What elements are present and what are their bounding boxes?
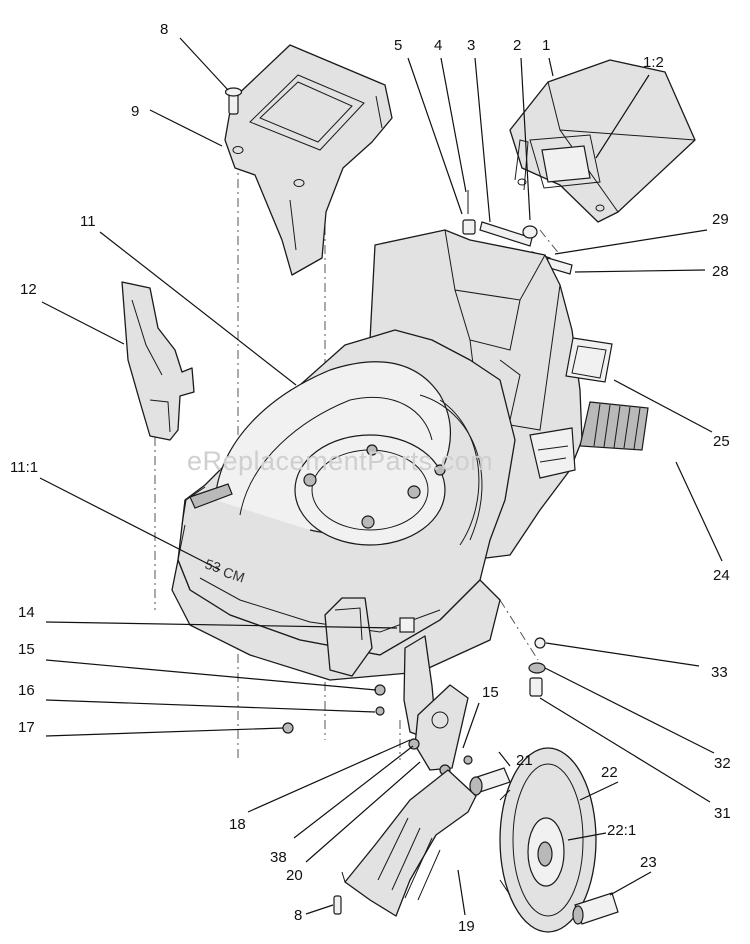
deck-marking: 53 CM [203,556,247,586]
rear-grille-parts [565,337,649,451]
callout-29: 29 [712,211,729,228]
callout-25: 25 [713,433,730,450]
callout-32: 32 [714,755,731,772]
callout-8-bottom: 8 [294,907,302,924]
deck-size-unit: CM [221,564,247,586]
axle-bolt-part [469,767,511,796]
callout-14: 14 [18,604,35,621]
bag-cover-part [224,44,393,276]
callout-22: 22 [601,764,618,781]
rear-cover-part [509,59,696,223]
height-adjust-bolts [528,637,546,697]
wheel-bolt-part [572,892,619,925]
callout-20: 20 [286,867,303,884]
callout-21: 21 [516,752,533,769]
callout-1: 1 [542,37,550,54]
callout-8-top: 8 [160,21,168,38]
wheel-bracket-parts [282,617,473,776]
callout-28: 28 [712,263,729,280]
screw-part-bottom [333,895,342,915]
mower-deck-part [171,229,583,681]
callout-16: 16 [18,682,35,699]
wheel-part [499,747,597,933]
callout-5: 5 [394,37,402,54]
callout-38: 38 [270,849,287,866]
callout-11-1: 11:1 [10,459,38,476]
callout-2: 2 [513,37,521,54]
callout-33: 33 [711,664,728,681]
callout-3: 3 [467,37,475,54]
callout-15-right: 15 [482,684,499,701]
callout-17: 17 [18,719,35,736]
callout-18: 18 [229,816,246,833]
wheel-guard-part [341,769,477,917]
watermark-text: eReplacementParts.com [187,446,493,476]
callout-23: 23 [640,854,657,871]
leader-lines [39,37,723,916]
callout-9: 9 [131,103,139,120]
callout-15-left: 15 [18,641,35,658]
deck-size-label: 53 [203,556,223,576]
callout-24: 24 [713,567,730,584]
side-chute-part [121,281,195,441]
callout-22-1: 22:1 [607,822,636,839]
callout-12: 12 [20,281,37,298]
callout-19: 19 [458,918,475,935]
callout-1-2: 1:2 [643,54,664,71]
callout-labels: 8 9 5 4 3 2 1 1:2 29 28 11 12 25 24 11:1… [10,21,731,935]
callout-4: 4 [434,37,442,54]
callout-11: 11 [80,213,96,230]
callout-31: 31 [714,805,731,822]
pin-part-top [224,87,243,115]
